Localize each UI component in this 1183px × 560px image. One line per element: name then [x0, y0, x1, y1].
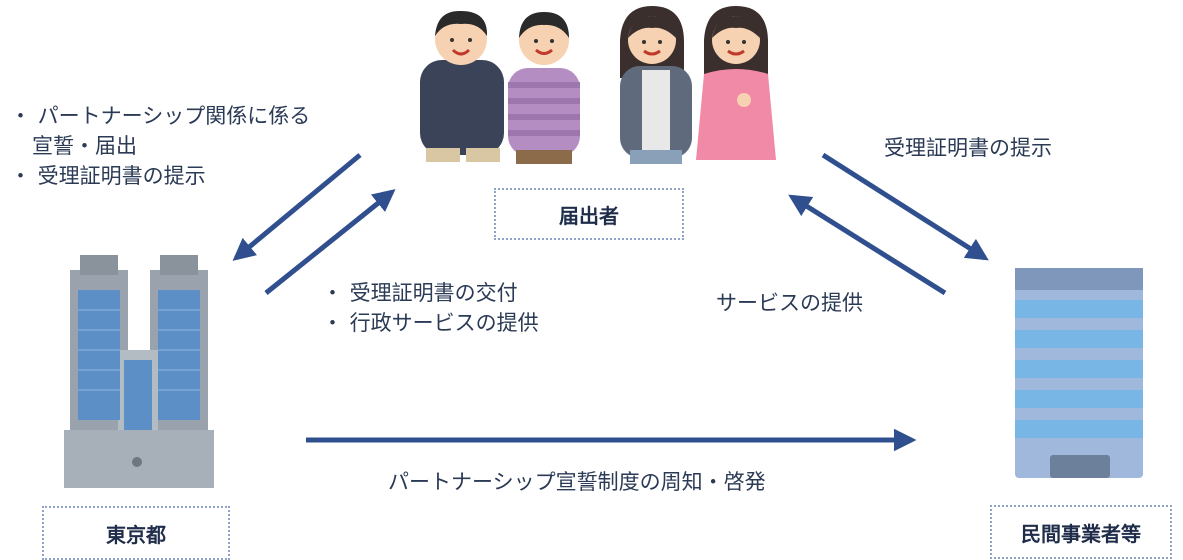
label-center-line2: ・ 行政サービスの提供 — [322, 311, 539, 335]
label-right-upper: 受理証明書の提示 — [884, 136, 1052, 160]
arrow-tokyo-to-applicant — [264, 189, 396, 295]
label-left-upper: ・ パートナーシップ関係に係る 宣誓・届出 ・ 受理証明書の提示 — [10, 101, 310, 191]
label-center-line1: ・ 受理証明書の交付 — [322, 281, 518, 305]
node-applicants-label: 届出者 — [559, 203, 619, 228]
arrow-applicant-to-business — [821, 152, 989, 261]
node-applicants: 届出者 — [494, 188, 684, 240]
person-man-1 — [420, 10, 504, 162]
label-left-upper-line2: 宣誓・届出 — [32, 134, 137, 158]
person-man-2 — [508, 12, 580, 164]
node-tokyo: 東京都 — [42, 506, 230, 560]
label-right-lower: サービスの提供 — [716, 291, 863, 315]
label-left-upper-line1: ・ パートナーシップ関係に係る — [10, 104, 311, 128]
label-bottom: パートナーシップ宣誓制度の周知・啓発 — [388, 470, 766, 494]
arrow-business-to-applicant — [788, 194, 947, 296]
node-businesses-label: 民間事業者等 — [1021, 521, 1141, 546]
node-businesses: 民間事業者等 — [990, 505, 1172, 559]
person-woman-1 — [620, 6, 692, 164]
arrow-applicant-to-tokyo — [232, 153, 362, 261]
label-left-upper-line3: ・ 受理証明書の提示 — [10, 164, 206, 188]
label-center: ・ 受理証明書の交付 ・ 行政サービスの提供 — [322, 278, 539, 338]
node-tokyo-label: 東京都 — [106, 522, 166, 547]
person-woman-2 — [696, 6, 776, 160]
